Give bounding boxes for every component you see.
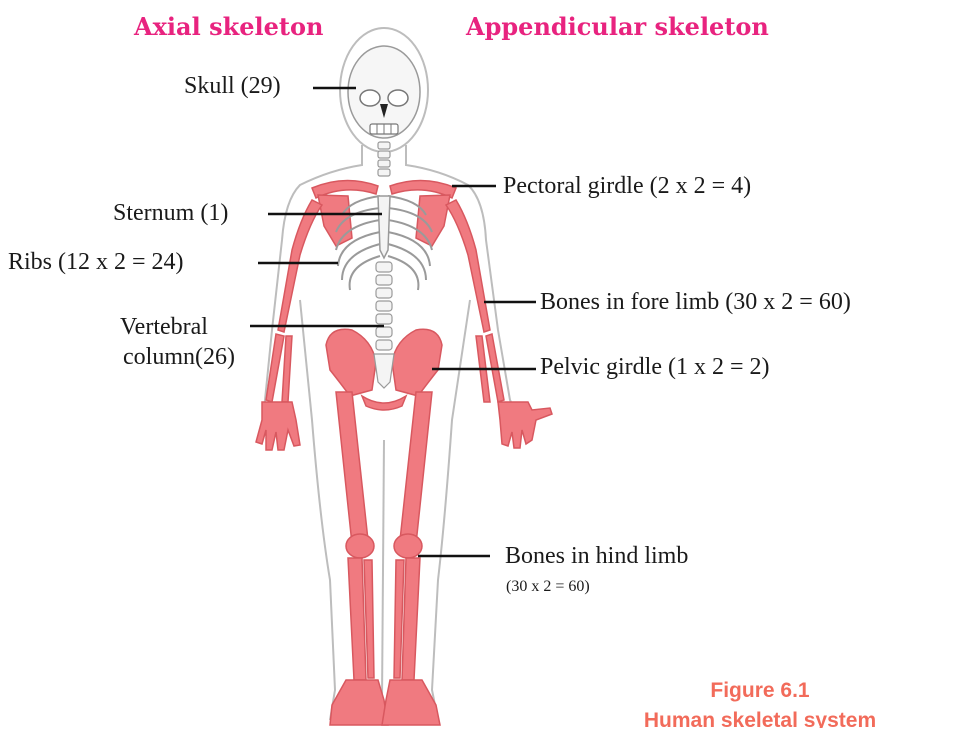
pelvic-girdle-label: Pelvic girdle (1 x 2 = 2) — [540, 353, 770, 381]
figure-number: Figure 6.1 — [630, 678, 890, 704]
sternum — [378, 196, 390, 258]
cervical-vertebrae — [378, 142, 390, 176]
hindlimb-label: Bones in hind limb — [505, 542, 688, 570]
vertebral-label-line1: Vertebral — [120, 313, 208, 341]
vertebral-label-line2: column(26) — [123, 343, 235, 371]
hindlimb-count-label: (30 x 2 = 60) — [506, 578, 590, 596]
sternum-label: Sternum (1) — [113, 199, 228, 227]
appendicular-skeleton-heading: Appendicular skeleton — [466, 12, 769, 41]
ribs-label: Ribs (12 x 2 = 24) — [8, 248, 184, 276]
forelimb-label: Bones in fore limb (30 x 2 = 60) — [540, 288, 851, 316]
skull — [348, 46, 420, 138]
sacrum — [374, 354, 394, 388]
pectoral-girdle-label: Pectoral girdle (2 x 2 = 4) — [503, 172, 751, 200]
hind-limbs — [330, 392, 440, 725]
skull-label: Skull (29) — [184, 72, 281, 100]
figure-title: Human skeletal system — [630, 708, 890, 728]
lumbar-vertebrae — [376, 262, 392, 350]
axial-skeleton-heading: Axial skeleton — [134, 12, 323, 41]
leader-lines — [250, 88, 536, 556]
